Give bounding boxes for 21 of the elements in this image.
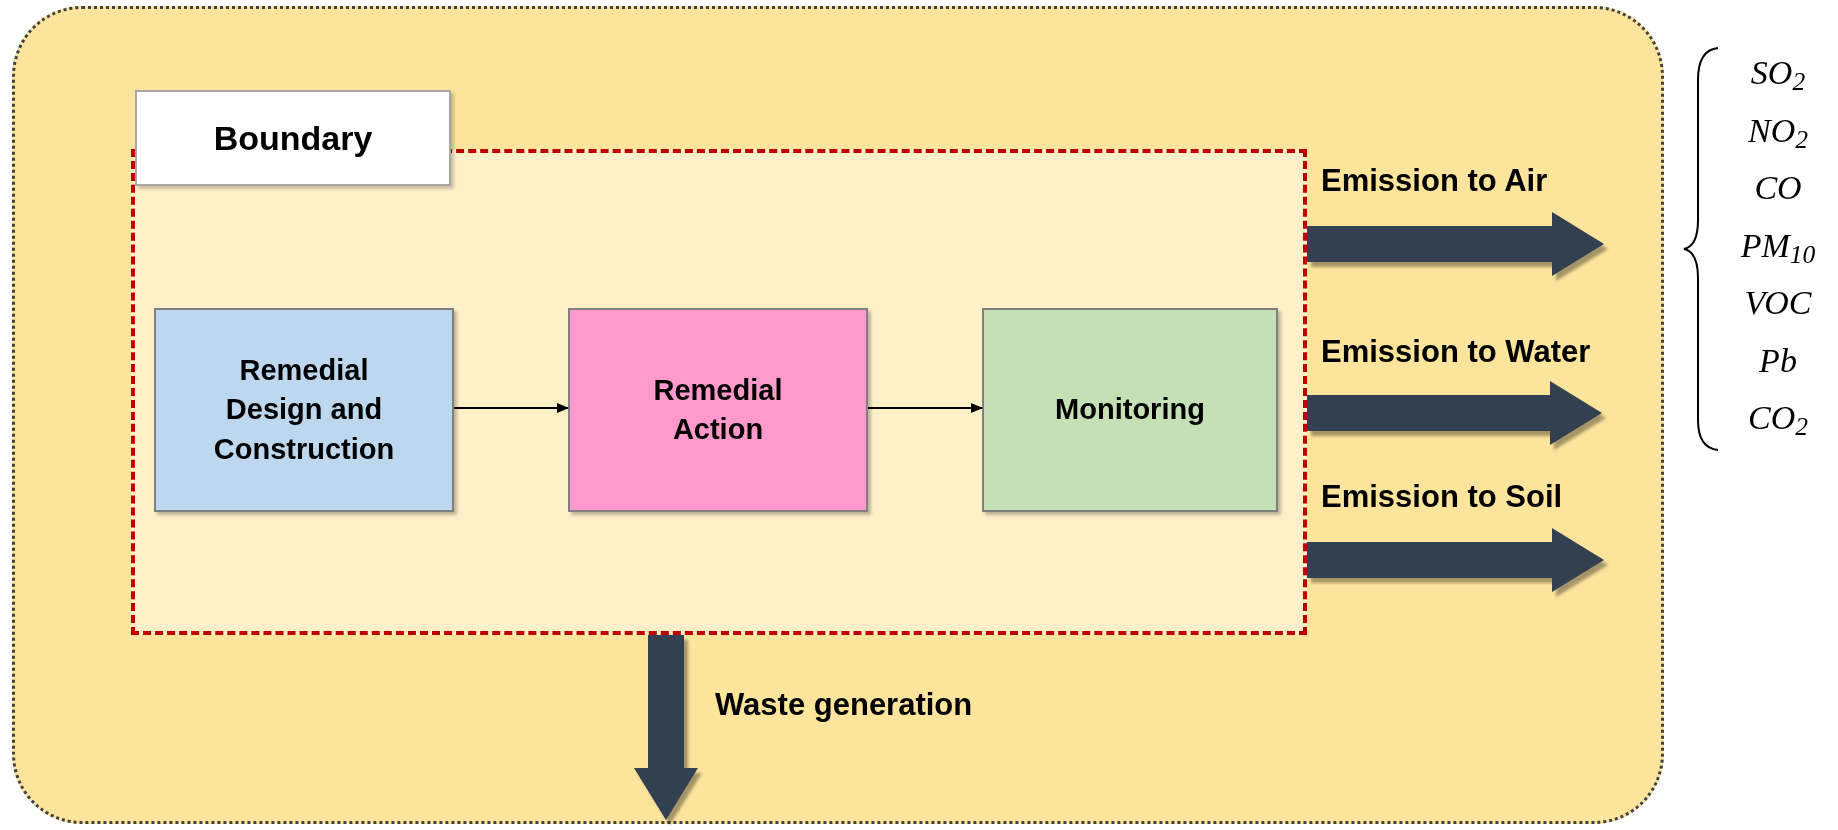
pollutant-formula: PM$_{10}$	[1740, 225, 1816, 271]
arrow	[867, 403, 983, 413]
pollutant-formula: CO$_{2}$	[1748, 398, 1808, 444]
process-label: Monitoring	[1054, 392, 1206, 428]
flow-arrow	[1307, 381, 1602, 445]
arrow	[453, 403, 569, 413]
process-box	[154, 308, 454, 512]
process-label: Remedial Action	[652, 372, 784, 447]
boundary-label: Boundary	[135, 90, 451, 186]
pollutant-formula: VOC	[1744, 283, 1812, 323]
process-box	[982, 308, 1278, 512]
pollutant-formula: Pb	[1759, 340, 1797, 381]
pollutant-formula: SO$_{2}$	[1750, 53, 1806, 99]
process-label: Remedial Design and Construction	[212, 353, 396, 467]
process-box	[568, 308, 868, 512]
pollutant-formula: CO	[1754, 168, 1802, 208]
pollutant-formula: NO$_{2}$	[1748, 110, 1808, 156]
system-background	[12, 6, 1664, 824]
flow-arrow	[1307, 528, 1604, 592]
flow-arrow	[1307, 212, 1604, 276]
flow-arrow	[634, 635, 698, 820]
